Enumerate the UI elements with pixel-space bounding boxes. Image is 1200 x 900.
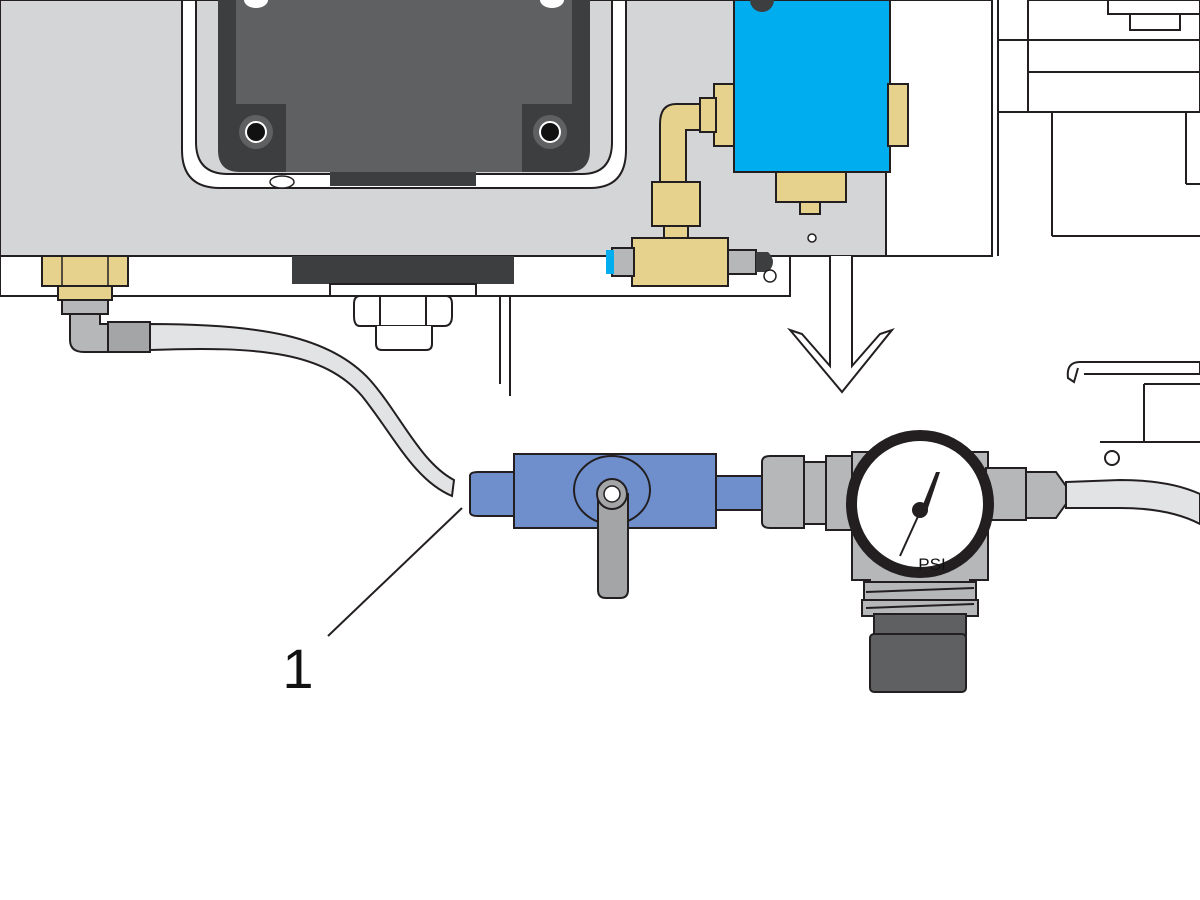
regulator-threads	[861, 581, 979, 617]
pressure-gauge-icon: PSI	[846, 430, 994, 578]
supply-hose-left	[149, 322, 456, 498]
machine-frame-right	[885, 0, 1200, 257]
supply-hose-right	[1065, 478, 1200, 526]
motor-lower-nut	[292, 256, 514, 396]
callout-label: 1	[282, 637, 313, 700]
motor-block-icon	[181, 0, 627, 189]
left-brass-fitting	[41, 255, 151, 353]
callout-leader-line	[327, 507, 463, 637]
ball-valve-icon	[469, 453, 763, 599]
callout-1: 1	[282, 507, 463, 700]
valve-handle[interactable]	[596, 478, 629, 599]
down-arrow-icon	[786, 256, 895, 394]
mounting-bracket	[1066, 361, 1200, 466]
solenoid-valve-icon	[699, 0, 909, 243]
brass-tee-manifold	[606, 103, 777, 287]
motor-bolt-icon	[533, 115, 567, 149]
gauge-unit-label: PSI	[918, 555, 945, 574]
motor-bolt-icon	[239, 115, 273, 149]
